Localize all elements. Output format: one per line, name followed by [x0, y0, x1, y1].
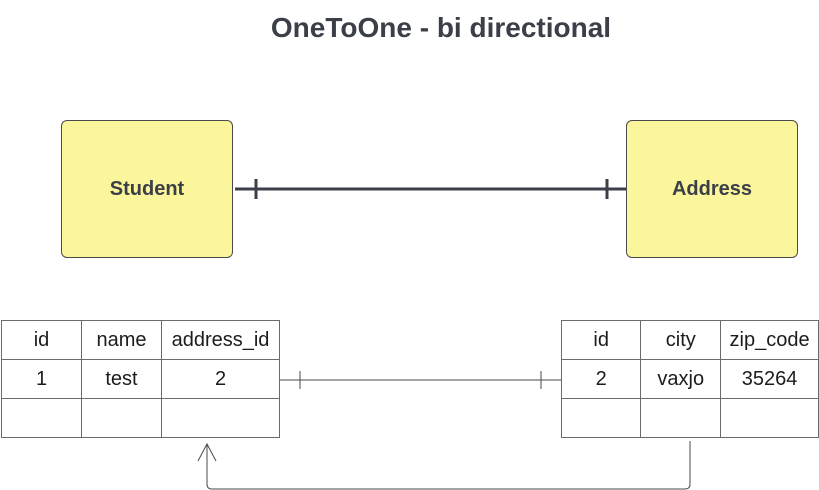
table-cell: vaxjo [640, 359, 722, 399]
column-header: zip_code [720, 320, 819, 360]
table-header-row: id name address_id [1, 320, 280, 360]
table-cell: 2 [560, 359, 642, 399]
student-entity-label: Student [109, 177, 185, 200]
address-entity-label: Address [671, 177, 753, 200]
address-table: id city zip_code 2 vaxjo 35264 [560, 320, 819, 438]
diagram-title: OneToOne - bi directional [270, 12, 612, 43]
table-cell: 35264 [720, 359, 819, 399]
table-cell [161, 398, 280, 438]
table-row: 1 test 2 [1, 359, 280, 399]
table-cell: 2 [161, 359, 280, 399]
table-cell: test [81, 359, 162, 399]
table-cell [560, 398, 642, 438]
column-header: name [81, 320, 162, 360]
table-cell: 1 [1, 359, 82, 399]
column-header: address_id [161, 320, 280, 360]
student-entity[interactable]: Student [61, 120, 233, 258]
table-row [1, 398, 280, 438]
table-cell [1, 398, 82, 438]
table-cell [640, 398, 722, 438]
table-cell [81, 398, 162, 438]
back-reference-connector [206, 441, 691, 490]
table-header-row: id city zip_code [560, 320, 819, 360]
table-row [560, 398, 819, 438]
student-table: id name address_id 1 test 2 [1, 320, 280, 438]
column-header: id [1, 320, 82, 360]
address-entity[interactable]: Address [626, 120, 798, 258]
column-header: city [640, 320, 722, 360]
table-cell [720, 398, 819, 438]
table-row: 2 vaxjo 35264 [560, 359, 819, 399]
column-header: id [560, 320, 642, 360]
back-reference-arrowhead [197, 442, 217, 462]
